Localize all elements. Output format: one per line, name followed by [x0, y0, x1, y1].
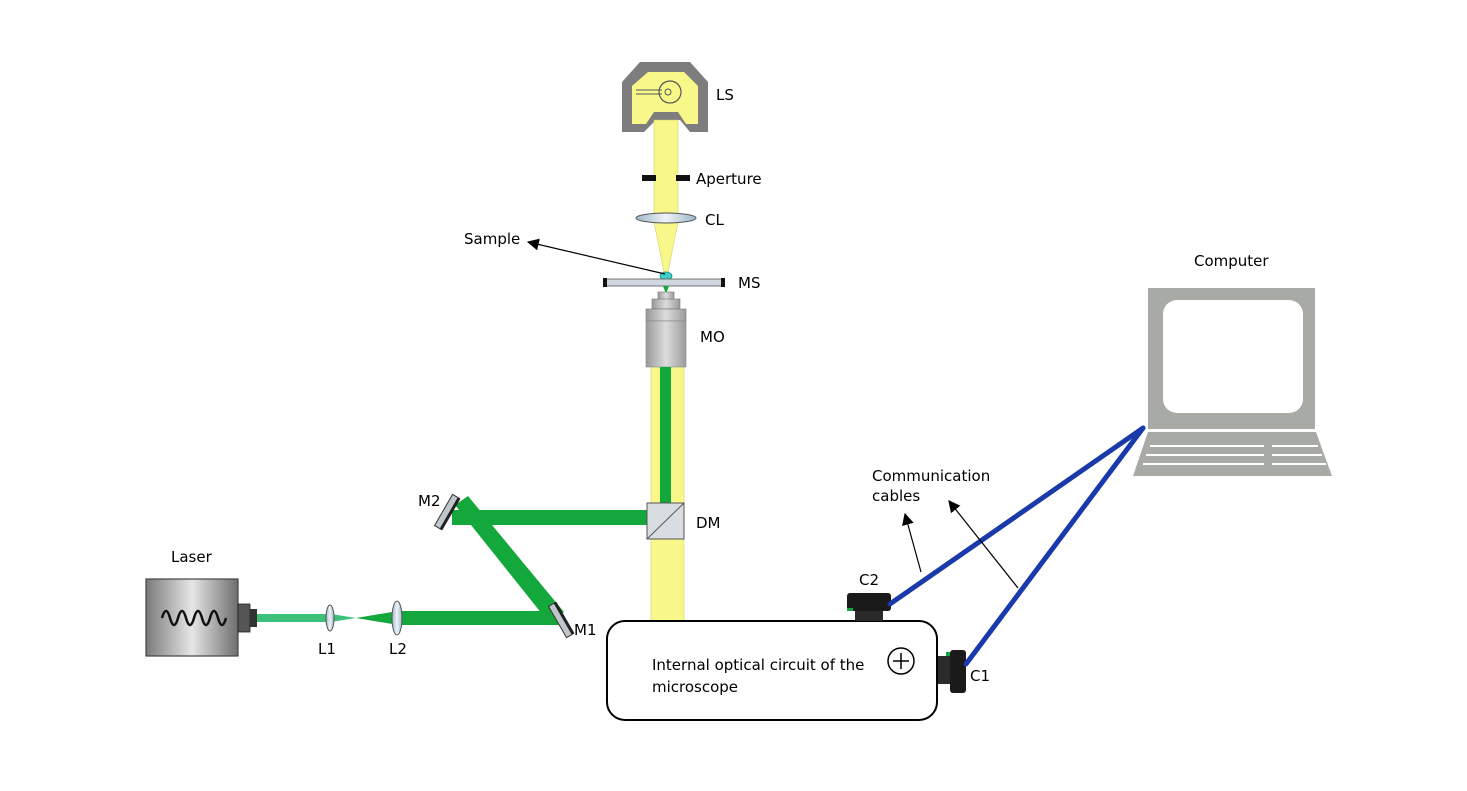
label-circuit-line2: microscope	[652, 678, 738, 696]
label-dm: DM	[696, 514, 721, 532]
lens-l2	[391, 600, 403, 636]
label-communication-line1: Communication	[872, 467, 990, 485]
label-laser: Laser	[171, 548, 213, 566]
label-ls: LS	[716, 86, 734, 104]
label-m2: M2	[418, 492, 441, 510]
microscope-objective	[645, 291, 687, 368]
label-cl: CL	[705, 211, 724, 229]
camera-c2	[847, 593, 891, 621]
label-l2: L2	[389, 640, 407, 658]
keyboard-keys	[1143, 445, 1326, 465]
label-ms: MS	[738, 274, 760, 292]
lamp-bulb-icon	[636, 80, 682, 104]
cable-arrow-c1	[948, 500, 1019, 589]
microscope-body	[606, 620, 938, 721]
microscope-stage	[603, 278, 725, 287]
label-l1: L1	[318, 640, 336, 658]
computer-icon	[1133, 288, 1332, 476]
label-computer: Computer	[1194, 252, 1269, 270]
light-source-housing	[622, 62, 708, 132]
laser-source	[145, 578, 257, 657]
condenser-lens	[635, 212, 697, 224]
label-c2: C2	[859, 571, 879, 589]
laser-focus-cone	[663, 286, 669, 294]
mirror-m1	[547, 601, 575, 639]
laser-beam-vertical	[660, 367, 671, 512]
sample-arrow	[526, 238, 666, 275]
label-mo: MO	[700, 328, 725, 346]
label-aperture: Aperture	[696, 170, 762, 188]
communication-cables	[887, 425, 1146, 667]
cable-arrow-c2	[902, 512, 922, 573]
label-sample: Sample	[464, 230, 520, 248]
camera-c1	[938, 650, 966, 693]
laser-beam-path	[256, 496, 650, 625]
aperture	[642, 175, 690, 181]
mirror-m2	[433, 493, 461, 531]
label-c1: C1	[970, 667, 990, 685]
label-m1: M1	[574, 621, 597, 639]
sine-wave-icon	[160, 609, 228, 627]
label-communication-line2: cables	[872, 487, 920, 505]
label-circuit-line1: Internal optical circuit of the	[652, 656, 864, 674]
lens-l1	[325, 604, 335, 632]
dichroic-mirror	[646, 502, 685, 540]
focus-knob-icon	[887, 647, 915, 675]
